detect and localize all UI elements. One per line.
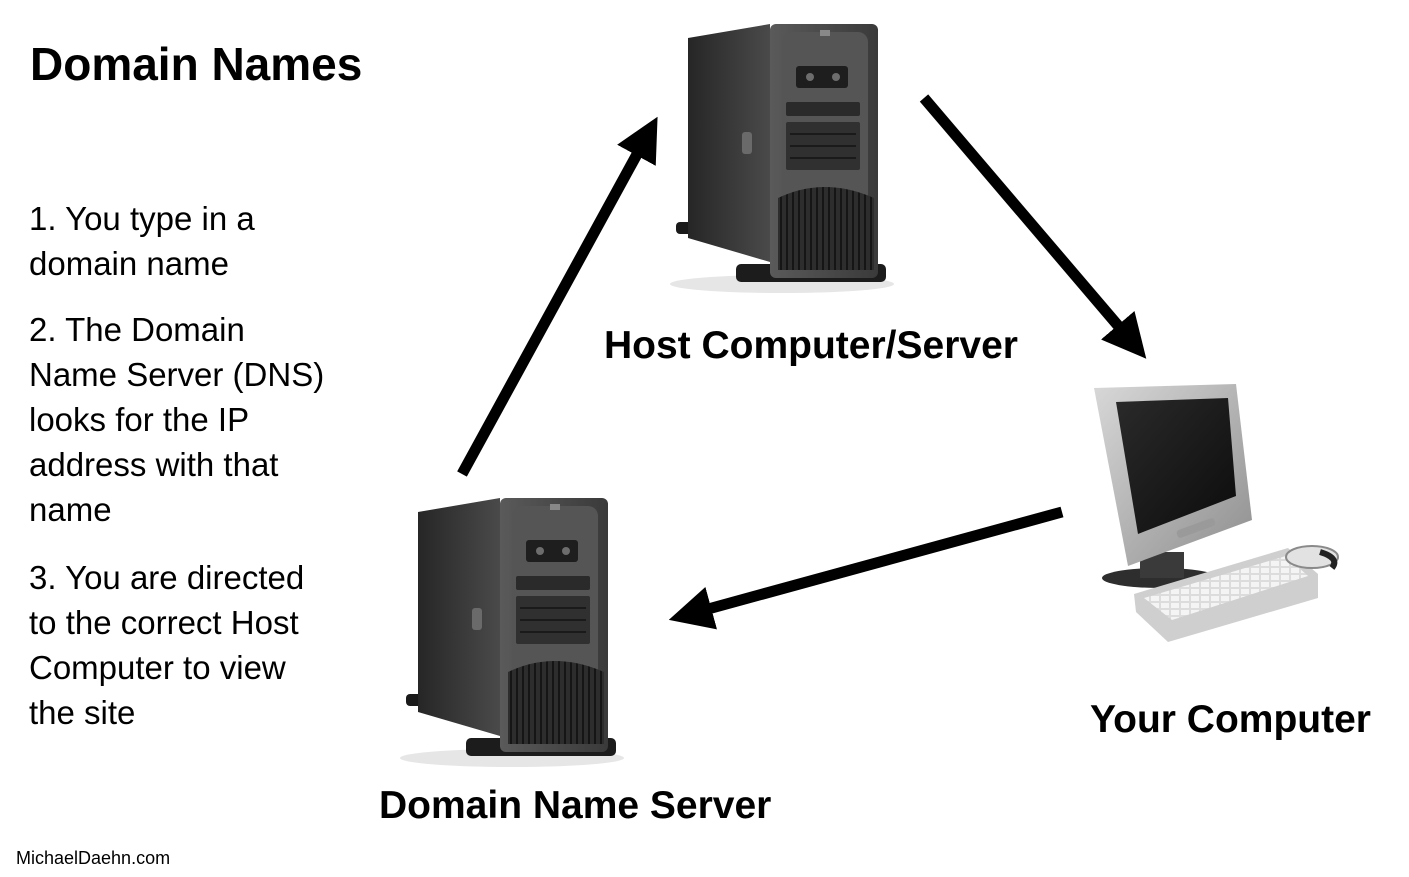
step-3-text: 3. You are directed to the correct Host … xyxy=(29,559,305,731)
credit-text: MichaelDaehn.com xyxy=(16,848,171,868)
arrows xyxy=(457,94,1147,630)
arrow-you-to-dns xyxy=(668,506,1064,630)
step-1-text: 1. You type in a domain name xyxy=(29,200,255,282)
host-server-icon xyxy=(670,24,894,293)
page-title: Domain Names xyxy=(30,38,363,90)
host-server-label: Host Computer/Server xyxy=(604,324,1018,367)
dns-server-icon xyxy=(400,498,624,767)
arrow-dns-to-host xyxy=(457,116,658,477)
desktop-computer-icon xyxy=(1094,384,1339,642)
your-computer-label: Your Computer xyxy=(1090,698,1371,741)
step-2-text: 2. The Domain Name Server (DNS) looks fo… xyxy=(29,311,325,528)
dns-server-label: Domain Name Server xyxy=(379,784,772,827)
arrow-host-to-you xyxy=(919,94,1147,359)
